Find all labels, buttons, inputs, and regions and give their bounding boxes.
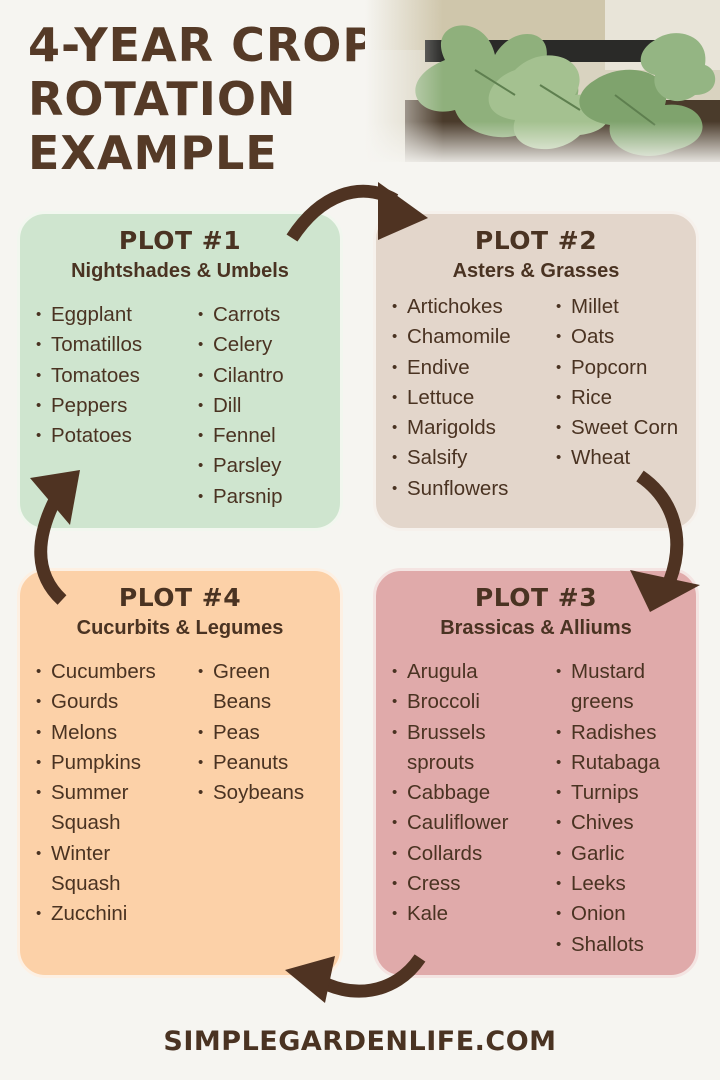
list-item: Onion xyxy=(556,899,660,930)
garden-photo xyxy=(365,0,720,162)
list-item: Zucchini xyxy=(36,899,156,930)
plot-2-subtitle: Asters & Grasses xyxy=(452,260,620,282)
list-item: Squash xyxy=(51,811,121,835)
list-item: Carrots xyxy=(198,300,284,331)
plot-1-list-left: Eggplant Tomatillos Tomatoes Peppers Pot… xyxy=(36,300,142,452)
list-item: Wheat xyxy=(556,443,678,474)
list-item: Chives xyxy=(556,808,660,839)
list-item: Soybeans xyxy=(198,778,304,809)
list-item: Cress xyxy=(392,869,508,900)
list-item: Gourds xyxy=(36,687,156,718)
plot-2-card: PLOT #2 Asters & Grasses Artichokes Cham… xyxy=(373,211,699,531)
list-item: Cilantro xyxy=(198,361,284,392)
list-item: Arugula xyxy=(392,657,508,688)
list-item: Cabbage xyxy=(392,778,508,809)
list-item: Shallots xyxy=(556,930,660,961)
plot-2-list-left: Artichokes Chamomile Endive Lettuce Mari… xyxy=(392,292,511,504)
plot-4-card: PLOT #4 Cucurbits & Legumes Cucumbers Go… xyxy=(17,568,343,978)
plot-3-subtitle: Brassicas & Alliums xyxy=(440,617,632,639)
list-item: Cucumbers xyxy=(36,657,156,688)
list-item: Eggplant xyxy=(36,300,142,331)
title-line-1: 4-YEAR CROP xyxy=(28,18,378,72)
list-item: Leeks xyxy=(556,869,660,900)
list-item: Chamomile xyxy=(392,322,511,353)
list-item: greens xyxy=(571,690,634,714)
list-item: Brussels xyxy=(392,718,508,749)
plot-4-list-left: Cucumbers Gourds Melons Pumpkins Summer … xyxy=(36,657,156,930)
plot-2-heading: PLOT #2 xyxy=(474,226,598,255)
list-item: sprouts xyxy=(407,750,475,774)
list-item: Turnips xyxy=(556,778,660,809)
list-item: Parsley xyxy=(198,451,284,482)
list-item: Rice xyxy=(556,383,678,414)
list-item: Kale xyxy=(392,899,508,930)
list-item: Collards xyxy=(392,839,508,870)
plot-1-subtitle: Nightshades & Umbels xyxy=(71,260,289,282)
list-item: Peanuts xyxy=(198,748,304,779)
list-item: Oats xyxy=(556,322,678,353)
plot-4-subtitle: Cucurbits & Legumes xyxy=(76,617,284,639)
plot-3-list-right: Mustard greens Radishes Rutabaga Turnips… xyxy=(556,657,660,960)
plot-4-heading: PLOT #4 xyxy=(118,583,242,612)
plot-3-card: PLOT #3 Brassicas & Alliums Arugula Broc… xyxy=(373,568,699,978)
list-item: Pumpkins xyxy=(36,748,156,779)
plot-3-list-left: Arugula Broccoli Brussels sprouts Cabbag… xyxy=(392,657,508,930)
list-item: Beans xyxy=(213,690,272,714)
list-item: Tomatillos xyxy=(36,330,142,361)
plot-1-list-right: Carrots Celery Cilantro Dill Fennel Pars… xyxy=(198,300,284,512)
list-item: Salsify xyxy=(392,443,511,474)
list-item: Endive xyxy=(392,353,511,384)
list-item: Sunflowers xyxy=(392,474,511,505)
arrowhead-1-icon xyxy=(378,182,428,240)
list-item: Melons xyxy=(36,718,156,749)
list-item: Marigolds xyxy=(392,413,511,444)
list-item: Cauliflower xyxy=(392,808,508,839)
list-item: Parsnip xyxy=(198,482,284,513)
plot-2-list-right: Millet Oats Popcorn Rice Sweet Corn Whea… xyxy=(556,292,678,474)
arrow-2-to-3-icon xyxy=(636,470,684,583)
infographic-title: 4-YEAR CROP ROTATION EXAMPLE xyxy=(28,18,377,180)
list-item: Fennel xyxy=(198,421,284,452)
list-item: Rutabaga xyxy=(556,748,660,779)
list-item: Millet xyxy=(556,292,678,323)
list-item: Popcorn xyxy=(556,353,678,384)
list-item: Potatoes xyxy=(36,421,142,452)
list-item: Garlic xyxy=(556,839,660,870)
arrowhead-3-icon xyxy=(285,956,335,1003)
title-line-3: EXAMPLE xyxy=(28,126,278,180)
arrow-4-to-1-icon xyxy=(34,497,67,605)
arrowhead-2-icon xyxy=(630,570,700,612)
plot-4-list-right: Green Beans Peas Peanuts Soybeans xyxy=(198,657,304,809)
list-item: Dill xyxy=(198,391,284,422)
list-item: Green xyxy=(198,657,304,688)
list-item: Peas xyxy=(198,718,304,749)
plot-3-heading: PLOT #3 xyxy=(474,583,598,612)
list-item: Artichokes xyxy=(392,292,511,323)
list-item: Tomatoes xyxy=(36,361,142,392)
list-item: Peppers xyxy=(36,391,142,422)
title-line-2: ROTATION xyxy=(28,72,297,126)
plot-1-heading: PLOT #1 xyxy=(118,226,242,255)
list-item: Celery xyxy=(198,330,284,361)
list-item: Sweet Corn xyxy=(556,413,678,444)
list-item: Broccoli xyxy=(392,687,508,718)
list-item: Mustard xyxy=(556,657,660,688)
arrowhead-4-icon xyxy=(30,470,80,525)
list-item: Summer xyxy=(36,778,156,809)
list-item: Squash xyxy=(51,872,121,896)
list-item: Radishes xyxy=(556,718,660,749)
list-item: Winter xyxy=(36,839,156,870)
list-item: Lettuce xyxy=(392,383,511,414)
website-footer: SIMPLEGARDENLIFE.COM xyxy=(163,1026,557,1057)
plot-1-card: PLOT #1 Nightshades & Umbels Eggplant To… xyxy=(17,211,343,531)
